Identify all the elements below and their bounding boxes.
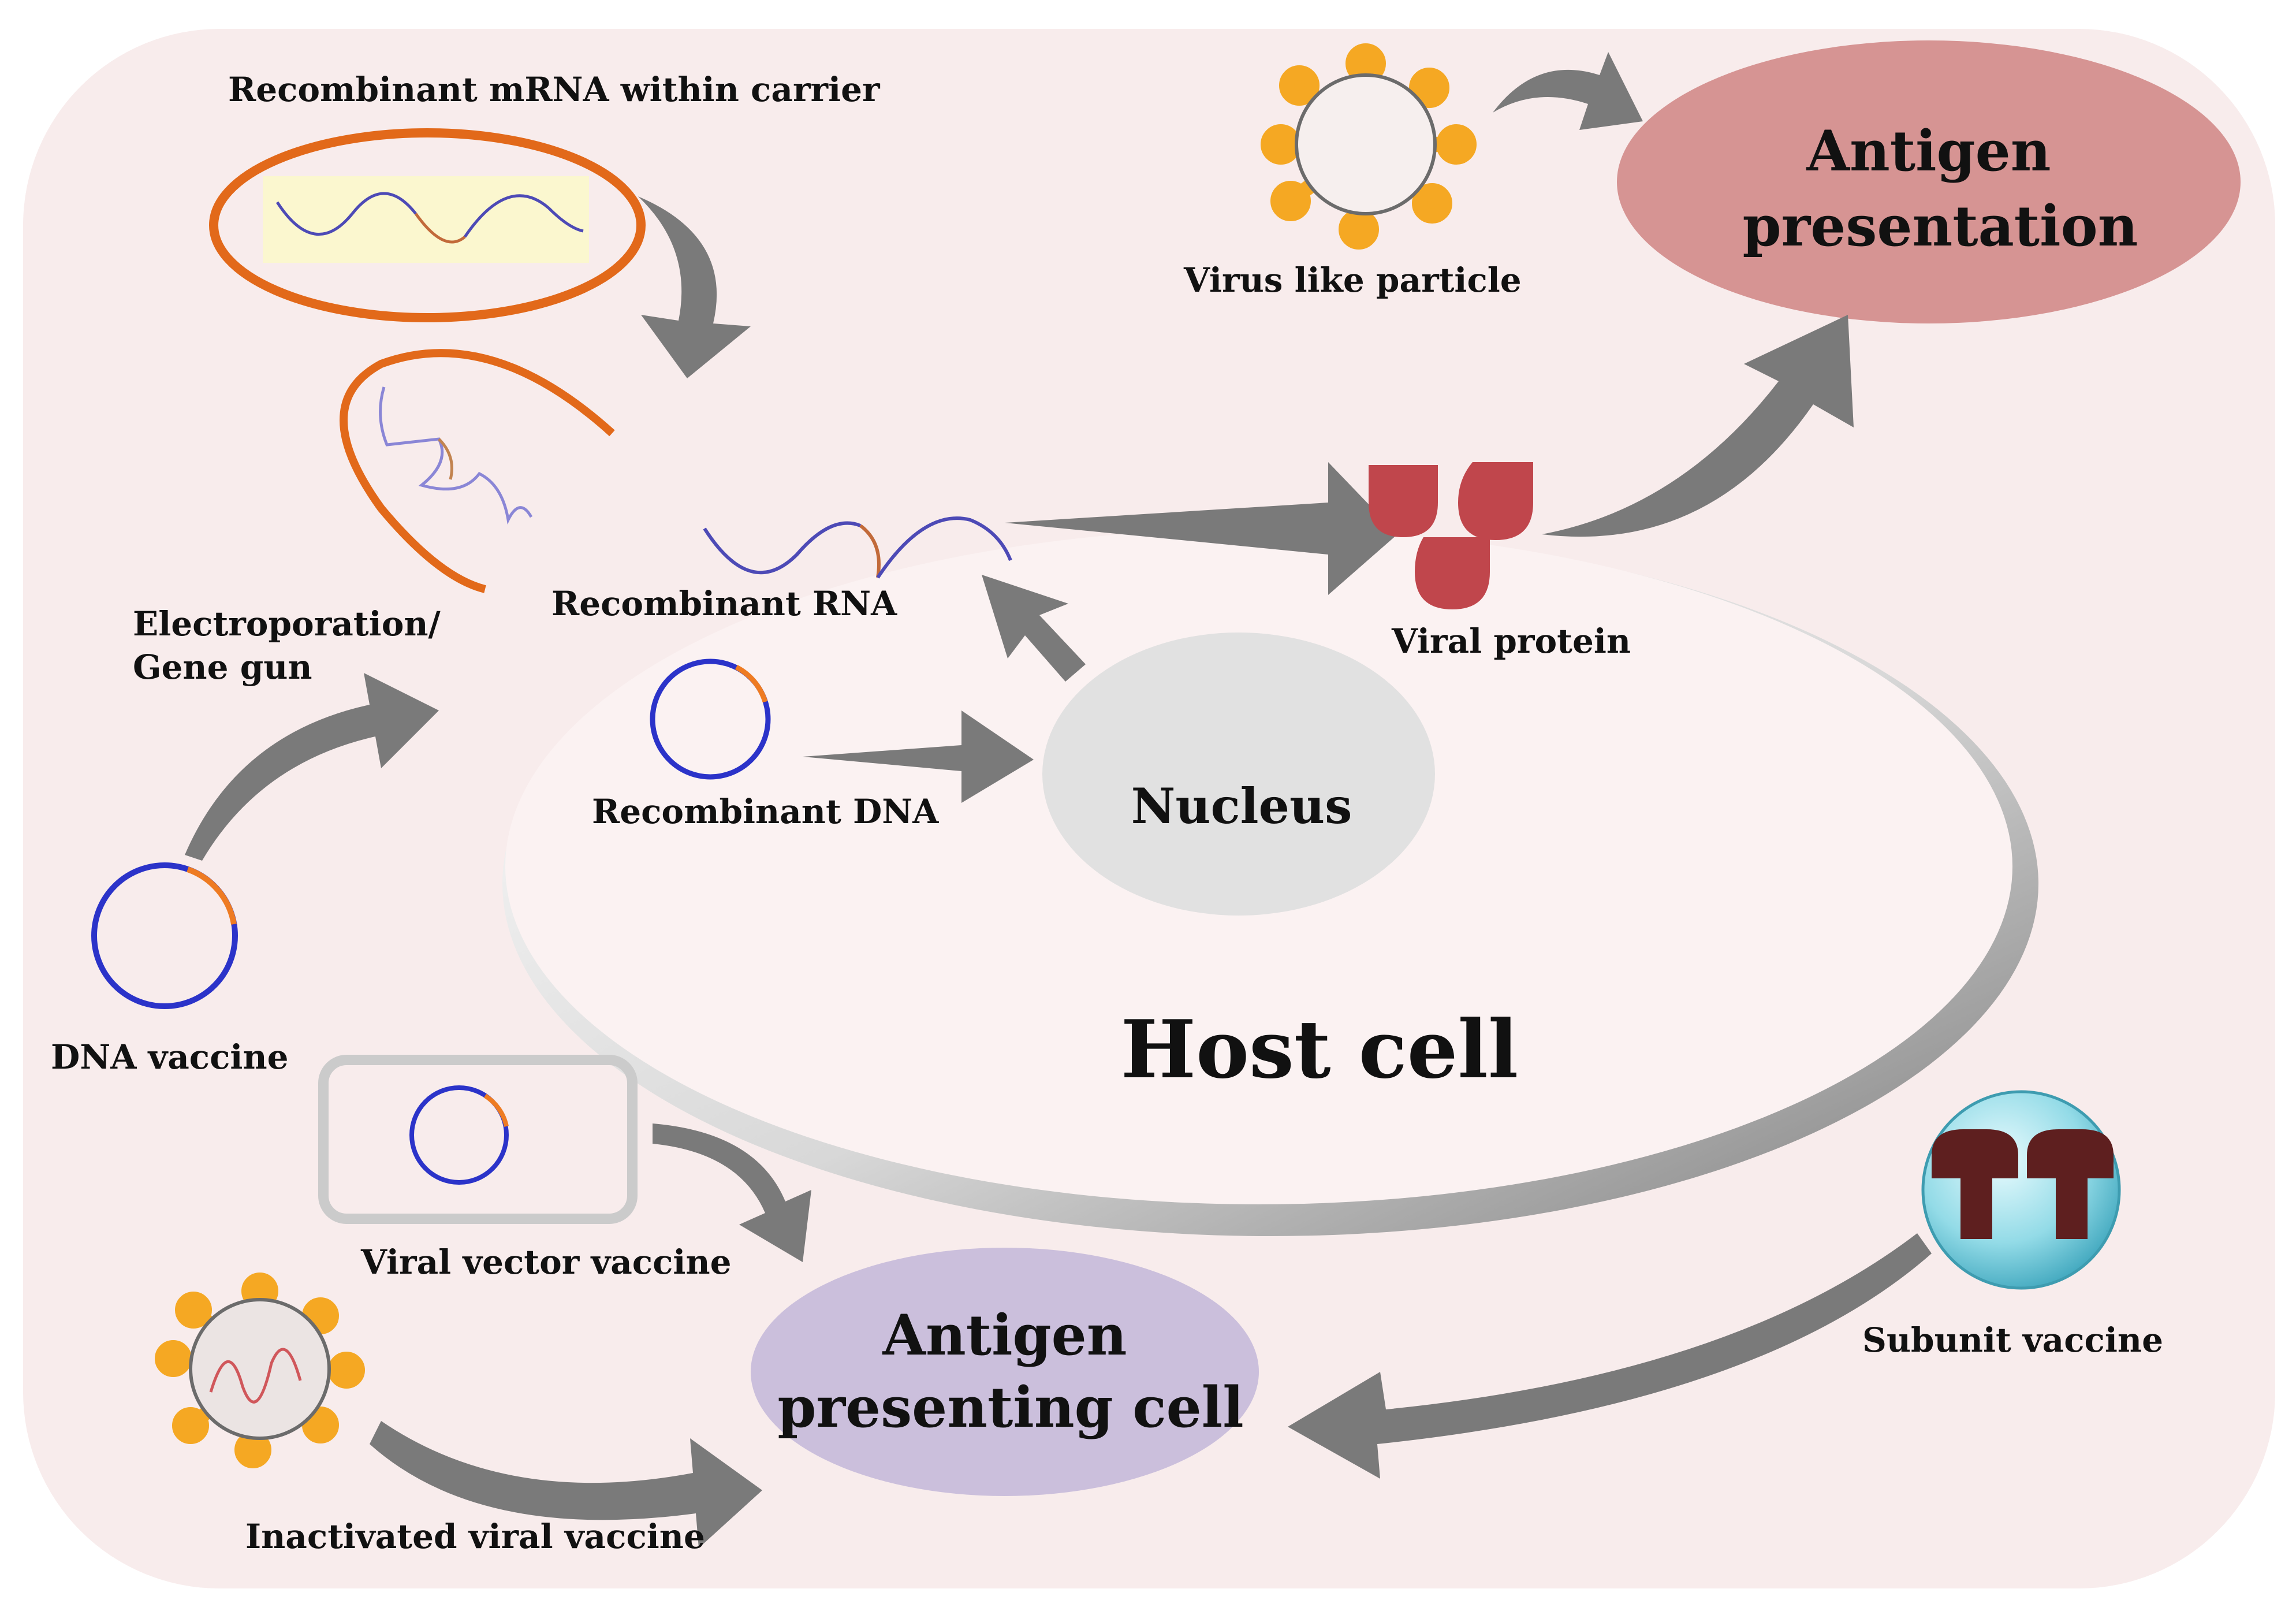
viral-vector-icon — [318, 1055, 638, 1224]
plasmid-icon — [650, 658, 771, 780]
viral-protein-icon — [1369, 462, 1533, 609]
recombinant-rna-icon — [703, 516, 1012, 579]
recombinant-rna-label: Recombinant RNA — [551, 584, 897, 623]
antigen-presentation-node: Antigen presentation — [1617, 40, 2241, 323]
virus-like-particle-label: Virus like particle — [1183, 261, 1522, 300]
apc-line2: presenting cell — [777, 1375, 1243, 1440]
dna-vaccine-plasmid-icon — [91, 862, 238, 1009]
arrow-rna-to-protein — [1005, 462, 1397, 595]
arrows — [185, 52, 1932, 1548]
nucleus-node: Nucleus — [1042, 633, 1435, 916]
host-cell-label: Host cell — [1121, 1002, 1519, 1096]
recombinant-dna-label: Recombinant DNA — [592, 792, 939, 831]
arrow-dna-to-nucleus — [803, 710, 1034, 803]
open-carrier-icon — [340, 349, 615, 593]
inactivated-virus-icon — [155, 1273, 365, 1468]
arrow-vlp-to-antigen — [1493, 52, 1643, 130]
dna-vaccine-label: DNA vaccine — [51, 1037, 289, 1077]
antigen-presentation-line1: Antigen — [1806, 118, 2051, 184]
electroporation-line2: Gene gun — [133, 648, 312, 687]
inactivated-viral-vaccine-label: Inactivated viral vaccine — [245, 1517, 705, 1556]
subunit-antigen-icon — [1921, 1090, 2121, 1290]
viral-vector-vaccine-label: Viral vector vaccine — [360, 1242, 732, 1282]
arrow-inactivated-to-apc — [370, 1421, 762, 1548]
mrna-carrier-icon — [209, 128, 646, 322]
recombinant-mrna-label: Recombinant mRNA within carrier — [228, 70, 881, 109]
arrow-vector-to-apc — [653, 1123, 811, 1262]
nucleus-label: Nucleus — [1131, 777, 1352, 835]
electroporation-line1: Electroporation/ — [133, 604, 441, 643]
arrow-nucleus-to-rna — [982, 575, 1086, 682]
viral-protein-label: Viral protein — [1391, 622, 1631, 661]
arrow-subunit-to-apc — [1288, 1233, 1932, 1479]
subunit-vaccine-label: Subunit vaccine — [1862, 1320, 2163, 1360]
arrow-mrna-to-cell — [638, 196, 751, 378]
arrow-dna-vaccine-to-cell — [185, 673, 439, 861]
arrow-protein-to-antigen — [1542, 315, 1854, 537]
apc-line1: Antigen — [882, 1303, 1127, 1368]
antigen-presenting-cell-node: Antigen presenting cell — [751, 1248, 1259, 1496]
virus-particle-icon — [1261, 43, 1477, 250]
antigen-presentation-line2: presentation — [1743, 194, 2138, 259]
